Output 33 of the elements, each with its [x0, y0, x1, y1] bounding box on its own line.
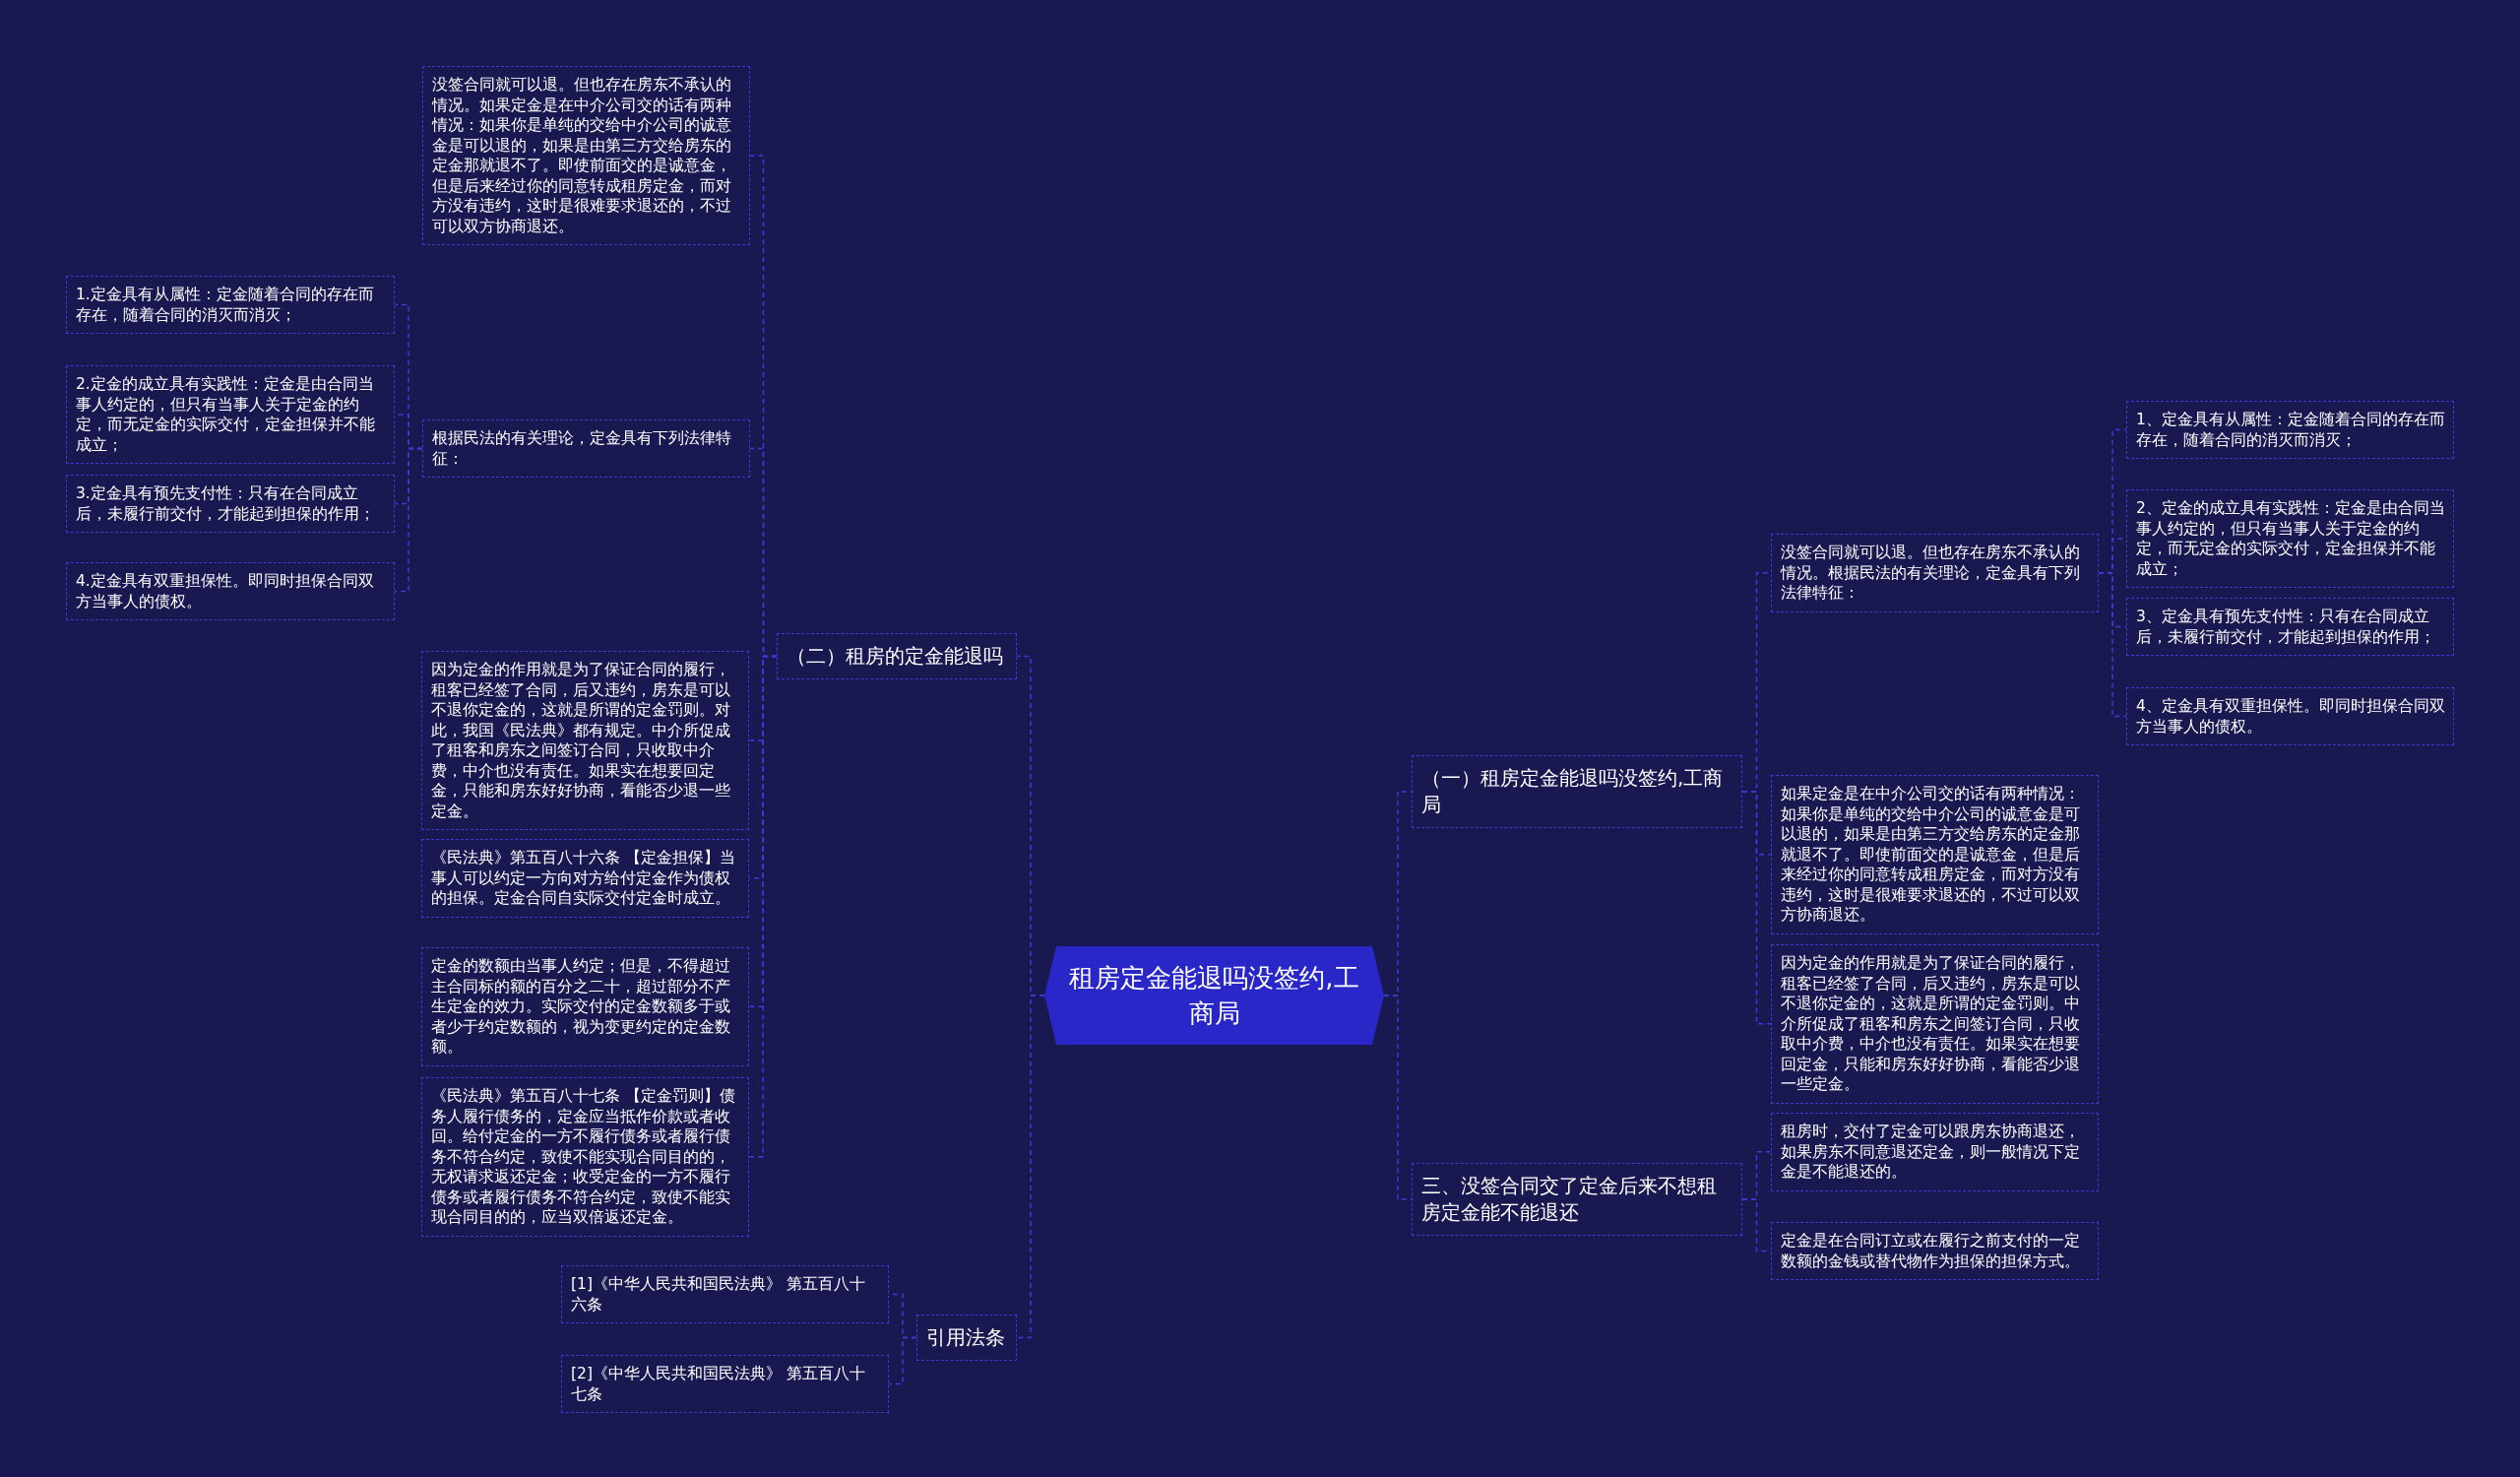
text-box: 1、定金具有从属性：定金随着合同的存在而存在，随着合同的消灭而消灭； [2126, 401, 2454, 459]
text-box: 如果定金是在中介公司交的话有两种情况：如果你是单纯的交给中介公司的诚意金是可以退的，如果是由第三方交给房东的定金那就退不了。即使前面交的是诚意金，但是后来经过你的同意转成租房定金，而对方没有违约，这时是很难要求退还的，不过可以双方协商退还。 [1771, 775, 2099, 934]
text-box: 3、定金具有预先支付性：只有在合同成立后，未履行前交付，才能起到担保的作用； [2126, 598, 2454, 656]
text-box: 4.定金具有双重担保性。即同时担保合同双方当事人的债权。 [66, 562, 395, 620]
text-box: 没签合同就可以退。但也存在房东不承认的情况。如果定金是在中介公司交的话有两种情况：如果你是单纯的交给中介公司的诚意金是可以退的，如果是由第三方交给房东的定金那就退不了。即使前面交的是诚意金，但是后来经过你的同意转成租房定金，而对方没有违约，这时是很难要求退还的，不过可以双方协商退还。 [422, 66, 750, 245]
branch-box: （一）租房定金能退吗没签约,工商局 [1412, 755, 1742, 828]
text-box: 《民法典》第五百八十七条 【定金罚则】债务人履行债务的，定金应当抵作价款或者收回。给付定金的一方不履行债务或者履行债务不符合约定，致使不能实现合同目的的，无权请求返还定金；收受定金的一方不履行债务或者履行债务不符合约定，致使不能实现合同目的的，应当双倍返还定金。 [421, 1077, 749, 1237]
text-box: 因为定金的作用就是为了保证合同的履行，租客已经签了合同，后又违约，房东是可以不退你定金的，这就是所谓的定金罚则。对此，我国《民法典》都有规定。中介所促成了租客和房东之间签订合同，只收取中介费，中介也没有责任。如果实在想要回定金，只能和房东好好协商，看能否少退一些定金。 [421, 651, 749, 830]
central-topic: 租房定金能退吗没签约,工商局 [1044, 946, 1384, 1045]
text-box: 根据民法的有关理论，定金具有下列法律特征： [422, 419, 750, 478]
branch-box: （二）租房的定金能退吗 [777, 633, 1017, 679]
text-box: 《民法典》第五百八十六条 【定金担保】当事人可以约定一方向对方给付定金作为债权的担保。定金合同自实际交付定金时成立。 [421, 839, 749, 918]
connector [394, 447, 423, 593]
text-box: [2]《中华人民共和国民法典》 第五百八十七条 [561, 1355, 889, 1413]
text-box: 因为定金的作用就是为了保证合同的履行，租客已经签了合同，后又违约，房东是可以不退你定金的，这就是所谓的定金罚则。中介所促成了租客和房东之间签订合同，只收取中介费，中介也没有责任。如果实在想要回定金，只能和房东好好协商，看能否少退一些定金。 [1771, 944, 2099, 1104]
text-box: 没签合同就可以退。但也存在房东不承认的情况。根据民法的有关理论，定金具有下列法律特征： [1771, 534, 2099, 612]
text-box: 2、定金的成立具有实践性：定金是由合同当事人约定的，但只有当事人关于定金的约定，而无定金的实际交付，定金担保并不能成立； [2126, 489, 2454, 588]
text-box: 2.定金的成立具有实践性：定金是由合同当事人约定的，但只有当事人关于定金的约定，而无定金的实际交付，定金担保并不能成立； [66, 365, 395, 464]
connector [1741, 791, 1772, 1025]
branch-box: 三、没签合同交了定金后来不想租房定金能不能退还 [1412, 1163, 1742, 1236]
branch-box: 引用法条 [916, 1315, 1017, 1361]
text-box: [1]《中华人民共和国民法典》 第五百八十六条 [561, 1265, 889, 1323]
connector [1016, 995, 1045, 1339]
text-box: 定金的数额由当事人约定；但是，不得超过主合同标的额的百分之二十，超过部分不产生定金的效力。实际交付的定金数额多于或者少于约定数额的，视为变更约定的定金数额。 [421, 947, 749, 1066]
text-box: 租房时，交付了定金可以跟房东协商退还，如果房东不同意退还定金，则一般情况下定金是不能退还的。 [1771, 1113, 2099, 1191]
connector [1383, 995, 1413, 1200]
text-box: 4、定金具有双重担保性。即同时担保合同双方当事人的债权。 [2126, 687, 2454, 745]
connector [888, 1336, 917, 1385]
connector [2098, 572, 2127, 718]
text-box: 定金是在合同订立或在履行之前支付的一定数额的金钱或替代物作为担保的担保方式。 [1771, 1222, 2099, 1280]
connector [748, 655, 778, 1158]
text-box: 3.定金具有预先支付性：只有在合同成立后，未履行前交付，才能起到担保的作用； [66, 475, 395, 533]
text-box: 1.定金具有从属性：定金随着合同的存在而存在，随着合同的消灭而消灭； [66, 276, 395, 334]
